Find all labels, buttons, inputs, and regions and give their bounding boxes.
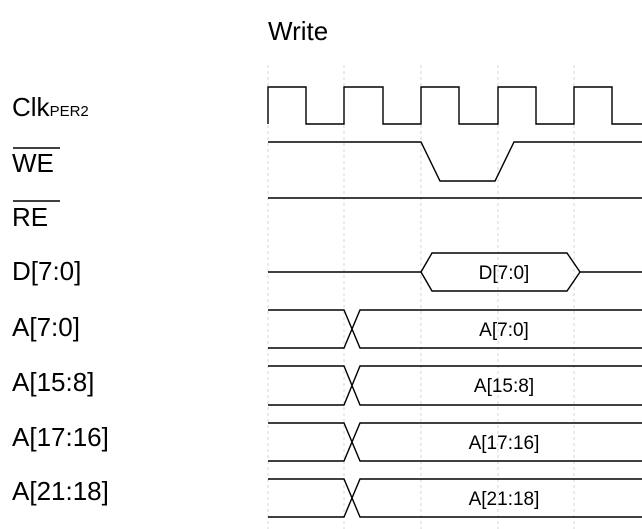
a15-8-waveform <box>268 365 642 406</box>
label-we: WE <box>12 148 54 178</box>
diagram-title: Write <box>268 16 328 46</box>
label-clk: ClkPER2 <box>12 92 89 122</box>
clk-waveform <box>267 86 642 125</box>
label-a17-16: A[17:16] <box>12 422 109 452</box>
data-bus-shape <box>420 252 581 292</box>
data-bus-value: D[7:0] <box>479 263 530 284</box>
label-re: RE <box>12 202 48 232</box>
a7-0-waveform <box>268 309 642 349</box>
a17-16-bus-value: A[17:16] <box>469 433 540 454</box>
a21-18-waveform <box>268 478 642 518</box>
a7-0-bus-value: A[7:0] <box>479 320 529 341</box>
a17-16-waveform <box>268 422 642 462</box>
grid-lines <box>267 65 575 529</box>
label-clk-subscript: PER2 <box>50 103 89 120</box>
a21-18-bus-value: A[21:18] <box>469 489 540 510</box>
label-data: D[7:0] <box>12 256 81 286</box>
label-a21-18: A[21:18] <box>12 476 109 506</box>
label-a15-8: A[15:8] <box>12 367 94 397</box>
we-waveform <box>268 141 642 182</box>
label-clk-main: Clk <box>12 92 51 122</box>
a15-8-bus-value: A[15:8] <box>474 376 534 397</box>
label-a7-0: A[7:0] <box>12 312 80 342</box>
